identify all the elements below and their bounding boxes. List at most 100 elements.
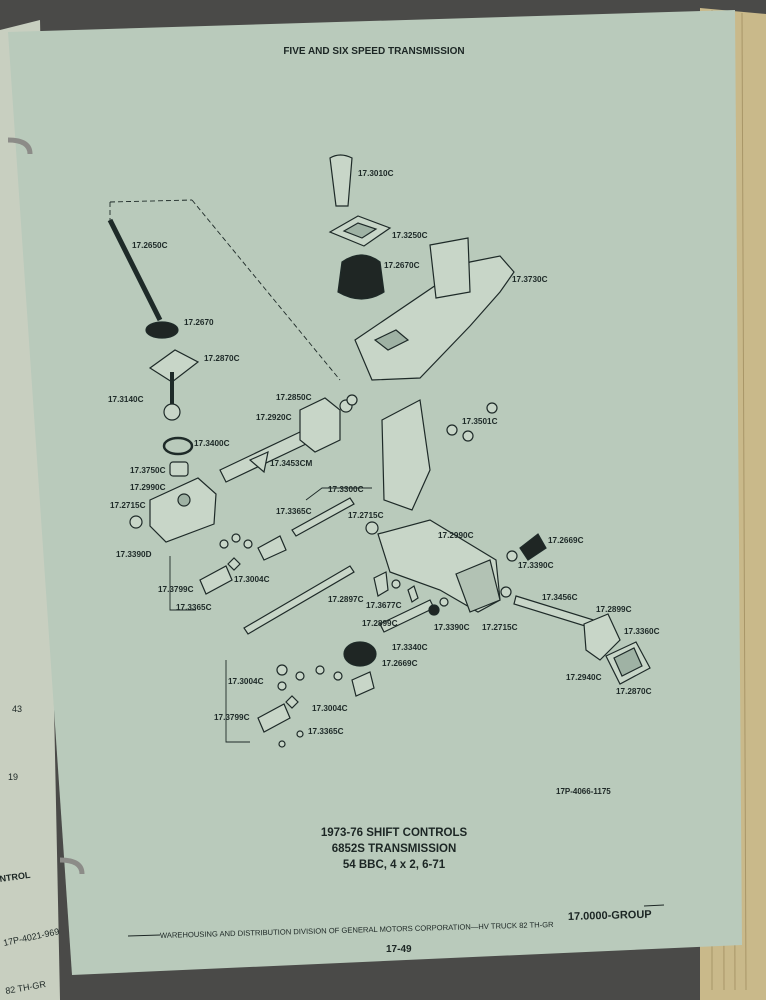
diagram-phantom-lines — [109, 199, 372, 743]
linkage-pin-part-3 — [243, 539, 253, 549]
part-label: 17.2715C — [482, 623, 518, 632]
part-label: 17.3750C — [130, 466, 166, 475]
part-label: 17.3400C — [194, 439, 230, 448]
lower-pin-part-4 — [315, 665, 325, 675]
part-label: 17.3140C — [108, 395, 144, 404]
part-label: 17.2670 — [184, 318, 214, 327]
seal-part — [169, 461, 189, 477]
lever-plate-part — [148, 349, 200, 383]
binder-ring-icon — [7, 137, 85, 875]
part-label: 17.3453CM — [270, 459, 313, 468]
part-label: 17.2715C — [110, 501, 146, 510]
lower-clevis-part — [257, 703, 291, 733]
shift-knob-part — [329, 154, 353, 207]
footer-group: 17.0000-GROUP — [568, 909, 652, 923]
lever-seal-part — [145, 321, 179, 339]
bracket-washer-part — [346, 394, 358, 406]
lower-pin-part-3 — [295, 671, 305, 681]
cover-lower-bracket-part — [381, 399, 431, 511]
part-label: 17.3365C — [276, 507, 312, 516]
caption-line-1: 1973-76 SHIFT CONTROLS — [321, 827, 468, 839]
left-fragment-3: NTROL — [0, 870, 31, 884]
lower-pin-part-7 — [278, 740, 286, 748]
part-label: 17.2669C — [548, 536, 584, 545]
lower-pin-part-5 — [333, 671, 343, 681]
lower-bracket-part — [351, 671, 375, 697]
part-label: 17.3730C — [512, 275, 548, 284]
long-rod-part — [243, 565, 355, 635]
rubber-boot-part — [337, 254, 385, 300]
nut-part-1 — [486, 402, 498, 414]
part-label: 17.3010C — [358, 169, 394, 178]
boot-plate-inner — [342, 222, 378, 239]
lower-pin-part-1 — [276, 664, 288, 676]
part-label: 17.3004C — [312, 704, 348, 713]
linkage-cross-part — [227, 557, 241, 571]
plug-washer-part — [506, 550, 518, 562]
left-fragment-2: 19 — [8, 772, 18, 782]
shift-rod-part — [291, 497, 355, 537]
linkage-yoke-part — [257, 535, 287, 561]
linkage-clevis-part — [199, 565, 233, 595]
caption-line-2: 6852S TRANSMISSION — [332, 843, 457, 855]
part-label: 17.3365C — [176, 603, 212, 612]
part-label: 17.2897C — [328, 595, 364, 604]
middle-link-nut-part — [428, 604, 440, 616]
figure-caption: 1973-76 SHIFT CONTROLS 6852S TRANSMISSIO… — [321, 827, 468, 871]
part-label: 17.3250C — [392, 231, 428, 240]
shaft-yoke-part — [583, 613, 621, 661]
page-header-title: FIVE AND SIX SPEED TRANSMISSION — [283, 46, 464, 57]
footer-rule-right — [643, 904, 665, 907]
nut-part-2 — [462, 430, 474, 442]
part-label: 17.3004C — [234, 575, 270, 584]
part-label: 17.3390C — [518, 561, 554, 570]
diagram-parts — [107, 154, 651, 748]
part-label: 17.2715C — [348, 511, 384, 520]
shaft-bushing-part — [500, 586, 512, 598]
part-label: 17.3300C — [328, 485, 364, 494]
part-label: 17.2920C — [256, 413, 292, 422]
part-label: 17.2850C — [276, 393, 312, 402]
cab-cover-part — [354, 255, 515, 381]
part-label: 17.3677C — [366, 601, 402, 610]
part-label: 17.2669C — [382, 659, 418, 668]
lower-cross-part — [285, 695, 299, 709]
lower-pin-part-2 — [277, 681, 287, 691]
part-label: 17.3390D — [116, 550, 152, 559]
housing-bushing-part — [365, 521, 379, 535]
part-label: 17.3340C — [392, 643, 428, 652]
ring-part — [162, 436, 194, 456]
part-label: 17.3799C — [214, 713, 250, 722]
plug-part — [519, 533, 547, 561]
part-label: 17.2650C — [132, 241, 168, 250]
part-label: 17.2899C — [596, 605, 632, 614]
part-label: 17.2940C — [566, 673, 602, 682]
shift-lever-part — [107, 218, 163, 322]
linkage-pin-part-1 — [219, 539, 229, 549]
part-label: 17.2870C — [204, 354, 240, 363]
part-label: 17.3004C — [228, 677, 264, 686]
linkage-pin-part-2 — [231, 533, 241, 543]
part-label: 17.2899C — [362, 619, 398, 628]
middle-clip-part — [407, 585, 419, 603]
part-label: 17.2990C — [130, 483, 166, 492]
shaft-bracket-part — [299, 397, 341, 453]
middle-pin-part — [391, 579, 401, 589]
cover-opening — [373, 329, 410, 351]
part-label: 17.2870C — [616, 687, 652, 696]
drawing-number: 17P-4066-1175 — [556, 787, 611, 796]
part-label: 17.3390C — [434, 623, 470, 632]
trans-housing-flange — [455, 559, 501, 613]
part-label: 17.3799C — [158, 585, 194, 594]
middle-clevis-part — [373, 571, 389, 597]
cover-bracket-part — [429, 237, 471, 299]
housing-port — [177, 493, 191, 507]
left-fragment-1: 43 — [12, 704, 22, 714]
lower-pin-part-6 — [296, 730, 304, 738]
nut-part-3 — [446, 424, 458, 436]
middle-link-washer-part — [439, 597, 449, 607]
lever-ball-part — [163, 403, 181, 421]
part-label: 17.2990C — [438, 531, 474, 540]
shift-housing-part — [149, 477, 217, 543]
